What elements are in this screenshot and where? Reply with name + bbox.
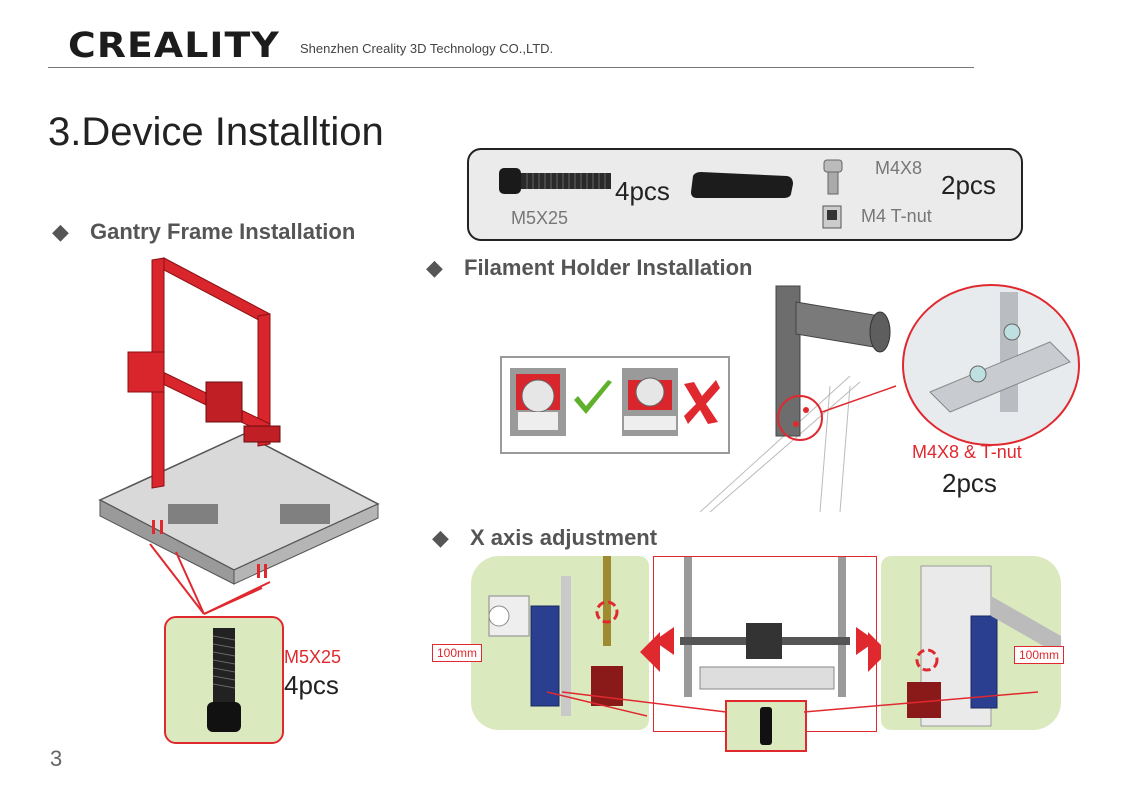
m5x25-screw-icon (493, 164, 613, 200)
section-gantry: ◆Gantry Frame Installation (52, 219, 355, 245)
diamond-bullet-icon: ◆ (52, 219, 90, 245)
m5x25-qty: 4pcs (615, 176, 670, 207)
small-parts-qty: 2pcs (941, 170, 996, 201)
m5x25-label: M5X25 (511, 208, 568, 229)
wrench-tool-icon (687, 168, 797, 202)
filament-parts-qty: 2pcs (942, 468, 997, 499)
creality-logo: CREALITY (68, 26, 280, 66)
parts-box: M5X25 4pcs M4X8 2pcs M4 T-nut (467, 148, 1023, 241)
diamond-bullet-icon: ◆ (426, 255, 464, 281)
incorrect-t-nut-image (620, 366, 680, 438)
t-nut-orientation-box (500, 356, 730, 454)
m5x25-screw-closeup-icon (204, 624, 244, 736)
check-icon (570, 376, 616, 422)
t-nut-label: M4 T-nut (861, 206, 932, 227)
t-nut-icon (821, 204, 843, 230)
filament-holder-closeup (900, 282, 1082, 448)
xaxis-right-tag: 100mm (1014, 646, 1064, 664)
gantry-printer-illustration (94, 254, 384, 616)
m4x8-label: M4X8 (875, 158, 922, 179)
arrow-left-icon (640, 630, 660, 674)
header-divider (48, 67, 974, 68)
gantry-screw-label: M5X25 (284, 647, 341, 668)
section-xaxis: ◆X axis adjustment (432, 525, 657, 551)
company-name: Shenzhen Creality 3D Technology CO.,LTD. (300, 41, 553, 56)
xaxis-left-tag: 100mm (432, 644, 482, 662)
page-title: 3.Device Installtion (48, 110, 384, 155)
filament-holder-illustration (700, 276, 900, 514)
shim-pointer-lines (560, 690, 1040, 720)
m5x25-closeup-box (164, 616, 284, 744)
gantry-screw-qty: 4pcs (284, 670, 339, 701)
filament-parts-label: M4X8 & T-nut (912, 442, 1022, 463)
page-number: 3 (50, 746, 62, 772)
m4x8-screw-icon (821, 158, 845, 198)
correct-t-nut-image (508, 366, 568, 438)
diamond-bullet-icon: ◆ (432, 525, 470, 551)
